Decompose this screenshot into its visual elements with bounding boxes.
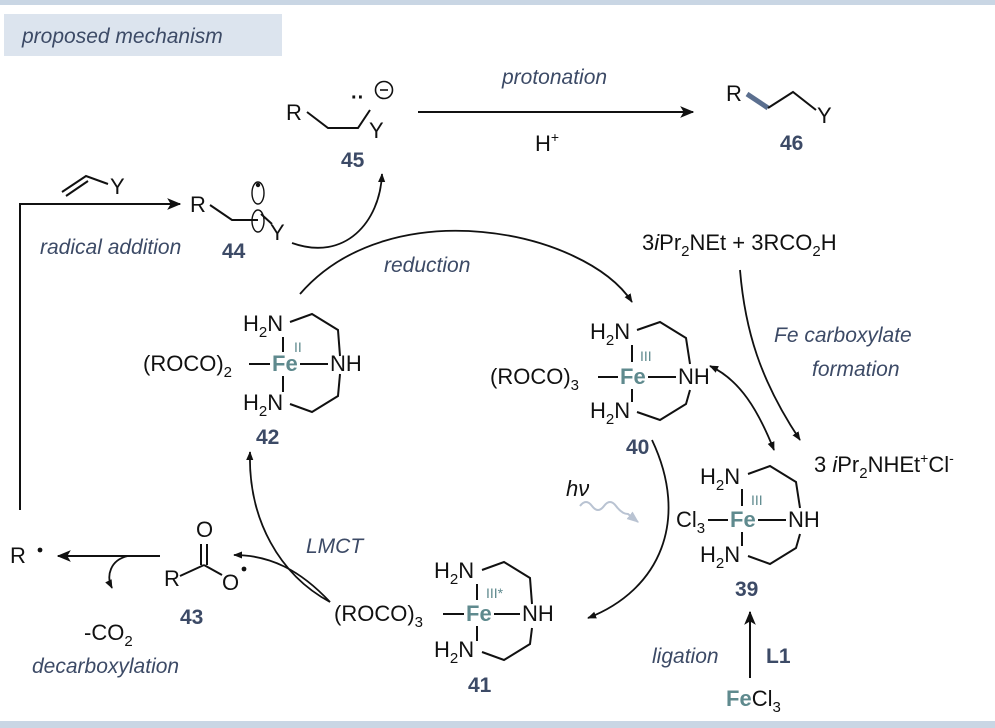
lone-pair: ·· [351, 87, 364, 109]
fecl3-reagent: FeCl3 [726, 686, 781, 716]
label-44: 44 [222, 240, 246, 263]
svg-text:NH: NH [522, 601, 554, 626]
svg-text:H2N: H2N [700, 542, 740, 572]
iron-atom: Fe [620, 364, 646, 389]
cycle-arc-hv [587, 439, 670, 619]
cycle-arc-reduction [299, 229, 633, 303]
ammonium-salt: 3 iPr2NHEt+Cl- [814, 450, 954, 482]
label-43: 43 [180, 606, 203, 629]
radical-feed-line [19, 198, 182, 510]
svg-text:O: O [196, 517, 213, 542]
atom-Y: Y [817, 103, 832, 128]
complex-39: H2N H2N Cl3 Fe III NH [676, 464, 820, 572]
label-40: 40 [626, 436, 649, 459]
lmct-label: LMCT [306, 535, 365, 558]
compound-43: O R O [164, 517, 247, 595]
svg-text:H2N: H2N [590, 398, 630, 428]
amine-acid-reagent: 3iPr2NEt + 3RCO2H [642, 230, 837, 260]
p-orbital-bottom [251, 209, 265, 233]
complex-40: H2N H2N (ROCO)3 Fe III NH [490, 319, 710, 428]
iron-atom: Fe [730, 507, 756, 532]
oxidation-state: III [640, 348, 652, 364]
label-41: 41 [468, 674, 492, 697]
oxidation-state: III* [486, 585, 504, 601]
label-42: 42 [256, 426, 279, 449]
svg-text:(ROCO)3: (ROCO)3 [490, 364, 579, 394]
oxidation-state: III [751, 492, 763, 508]
compound-45: R ·· Y [286, 80, 394, 143]
label-46: 46 [780, 132, 803, 155]
exchange-arrow [709, 365, 775, 451]
bond-46 [767, 90, 817, 111]
ligation-label: ligation [652, 645, 719, 668]
co2-label: -CO2 [84, 620, 133, 650]
ligand-label: L1 [766, 645, 791, 668]
svg-text:NH: NH [678, 364, 710, 389]
svg-text:H2N: H2N [243, 390, 283, 420]
svg-text:H2N: H2N [243, 311, 283, 341]
r-radical-dot [37, 547, 43, 553]
bottom-rule [0, 721, 995, 728]
header-tag: proposed mechanism [21, 25, 223, 48]
complex-41: H2N H2N (ROCO)3 Fe III* NH [334, 558, 554, 667]
svg-text:Cl3: Cl3 [676, 507, 705, 537]
atom-R: R [190, 192, 206, 217]
svg-text:(ROCO)2: (ROCO)2 [143, 351, 232, 381]
r-radical: R [10, 543, 26, 568]
svg-text:(ROCO)3: (ROCO)3 [334, 601, 423, 631]
bold-bond [745, 91, 770, 111]
iron-atom: Fe [466, 601, 492, 626]
svg-text:NH: NH [330, 351, 362, 376]
reduction-label: reduction [384, 254, 470, 277]
top-rule [0, 0, 995, 5]
label-39: 39 [735, 578, 758, 601]
alkene: Y [61, 174, 125, 199]
hv-label: hν [566, 476, 589, 501]
header-tag-box [4, 14, 282, 56]
svg-text:H2N: H2N [434, 637, 474, 667]
cycle-arc-lmct [246, 451, 331, 603]
compound-44: R Y [190, 181, 285, 245]
svg-text:H2N: H2N [590, 319, 630, 349]
proton-label: H+ [535, 129, 559, 156]
label-45: 45 [341, 149, 365, 172]
svg-text:O: O [222, 570, 239, 595]
co2-loss-arrow [105, 555, 129, 589]
svg-text:NH: NH [788, 507, 820, 532]
electron-arrow-45 [291, 173, 386, 249]
atom-R: R [726, 81, 742, 106]
p-orbital-top [251, 181, 265, 205]
svg-text:H2N: H2N [700, 464, 740, 494]
hv-arrow [579, 501, 639, 523]
complex-42: H2N H2N (ROCO)2 Fe II NH [143, 311, 362, 420]
carboxylate-formation-arrow [739, 269, 801, 441]
lmct-release-arrow [233, 551, 331, 603]
compound-46: R Y [726, 81, 832, 128]
svg-text:R: R [164, 566, 180, 591]
fe-carboxylate-label-2: formation [812, 358, 900, 381]
svg-text:Y: Y [270, 220, 285, 245]
svg-text:H2N: H2N [434, 558, 474, 588]
fe-carboxylate-label-1: Fe carboxylate [774, 324, 912, 347]
bond-45 [306, 109, 371, 129]
svg-text:Y: Y [110, 174, 125, 199]
charge-circle [374, 80, 394, 100]
radical-addition-label: radical addition [40, 236, 181, 259]
atom-R: R [286, 100, 302, 125]
oxidation-state: II [294, 339, 302, 355]
atom-Y: Y [369, 118, 384, 143]
iron-atom: Fe [272, 351, 298, 376]
decarboxylation-label: decarboxylation [32, 655, 179, 678]
protonation-label: protonation [501, 66, 607, 89]
